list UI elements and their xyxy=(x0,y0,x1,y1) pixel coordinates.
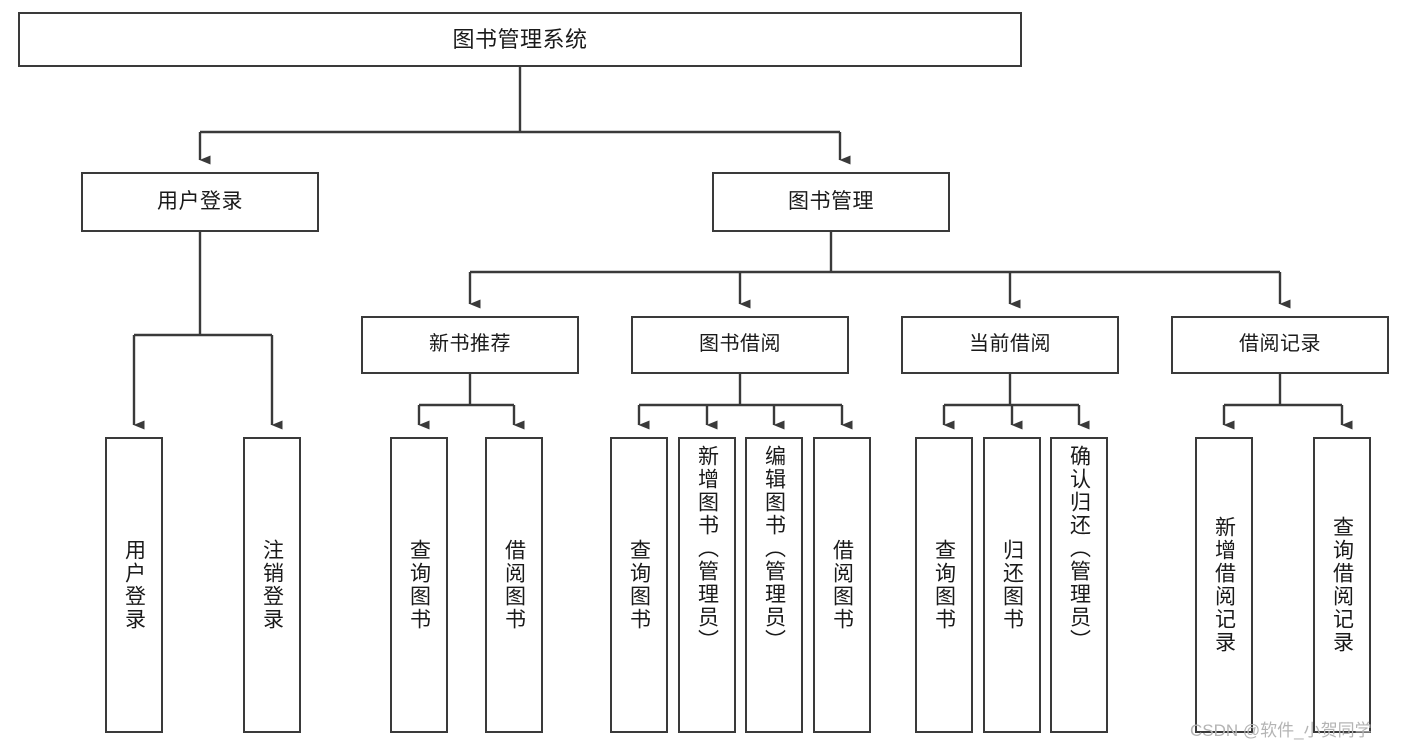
node-leaf-add-record-label: 新增借阅记录 xyxy=(1212,516,1236,654)
node-user-login-label: 用户登录 xyxy=(157,189,243,213)
node-leaf-borrow-book-2-label: 借阅图书 xyxy=(830,539,854,631)
node-leaf-edit-book[interactable]: 编辑图书（管理员） xyxy=(745,437,803,733)
node-leaf-add-book-label: 新增图书（管理员） xyxy=(695,445,719,652)
node-leaf-confirm-return-label: 确认归还（管理员） xyxy=(1067,445,1091,652)
node-leaf-borrow-book-1[interactable]: 借阅图书 xyxy=(485,437,543,733)
node-leaf-confirm-return[interactable]: 确认归还（管理员） xyxy=(1050,437,1108,733)
node-new-book-recommend-label: 新书推荐 xyxy=(429,333,511,356)
node-leaf-query-book-2-label: 查询图书 xyxy=(627,539,651,631)
watermark-csdn: CSDN @软件_小贺同学 xyxy=(1190,721,1372,740)
node-leaf-query-record[interactable]: 查询借阅记录 xyxy=(1313,437,1371,733)
node-user-login[interactable]: 用户登录 xyxy=(81,172,319,232)
node-leaf-query-book-2[interactable]: 查询图书 xyxy=(610,437,668,733)
node-leaf-borrow-book-1-label: 借阅图书 xyxy=(502,539,526,631)
node-leaf-user-login[interactable]: 用户登录 xyxy=(105,437,163,733)
node-leaf-query-book-1[interactable]: 查询图书 xyxy=(390,437,448,733)
node-leaf-query-book-1-label: 查询图书 xyxy=(407,539,431,631)
node-leaf-query-book-3[interactable]: 查询图书 xyxy=(915,437,973,733)
node-leaf-add-book[interactable]: 新增图书（管理员） xyxy=(678,437,736,733)
node-borrow-record[interactable]: 借阅记录 xyxy=(1171,316,1389,374)
node-borrow-record-label: 借阅记录 xyxy=(1239,333,1321,356)
node-leaf-logout-label: 注销登录 xyxy=(260,539,284,631)
node-leaf-return-book[interactable]: 归还图书 xyxy=(983,437,1041,733)
node-leaf-return-book-label: 归还图书 xyxy=(1000,539,1024,631)
node-current-borrow[interactable]: 当前借阅 xyxy=(901,316,1119,374)
node-leaf-add-record[interactable]: 新增借阅记录 xyxy=(1195,437,1253,733)
node-leaf-user-login-label: 用户登录 xyxy=(122,539,146,631)
node-root-label: 图书管理系统 xyxy=(452,26,588,52)
node-leaf-query-record-label: 查询借阅记录 xyxy=(1330,516,1354,654)
node-leaf-edit-book-label: 编辑图书（管理员） xyxy=(762,445,786,652)
node-book-management[interactable]: 图书管理 xyxy=(712,172,950,232)
node-current-borrow-label: 当前借阅 xyxy=(969,333,1051,356)
node-leaf-borrow-book-2[interactable]: 借阅图书 xyxy=(813,437,871,733)
node-book-borrow-label: 图书借阅 xyxy=(699,333,781,356)
node-leaf-logout[interactable]: 注销登录 xyxy=(243,437,301,733)
node-new-book-recommend[interactable]: 新书推荐 xyxy=(361,316,579,374)
node-book-management-label: 图书管理 xyxy=(788,189,874,213)
node-book-borrow[interactable]: 图书借阅 xyxy=(631,316,849,374)
node-leaf-query-book-3-label: 查询图书 xyxy=(932,539,956,631)
node-root[interactable]: 图书管理系统 xyxy=(18,12,1022,67)
